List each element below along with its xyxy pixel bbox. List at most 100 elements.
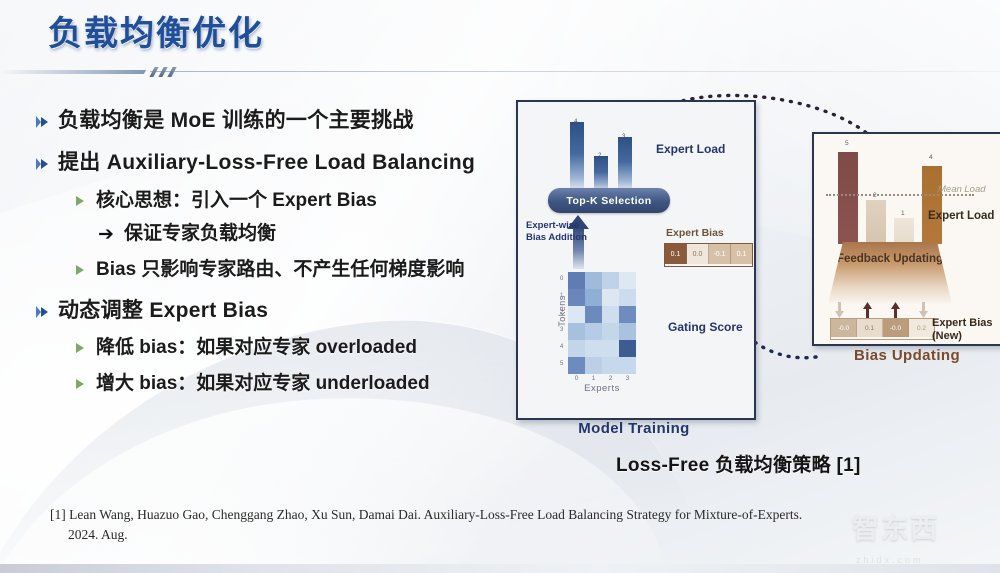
green-triangle-bullet-icon bbox=[76, 257, 96, 275]
gating-score-label: Gating Score bbox=[668, 320, 743, 334]
footnote-line-1: [1] Lean Wang, Huazuo Gao, Chenggang Zha… bbox=[50, 507, 803, 522]
heatmap-cell bbox=[619, 340, 636, 357]
expert-bias-cells: 0.1 0.0 -0.1 0.1 bbox=[664, 243, 753, 267]
bullet-item-2: 提出 Auxiliary-Loss-Free Load Balancing bbox=[36, 149, 536, 177]
figure-caption: Loss-Free 负载均衡策略 [1] bbox=[616, 455, 861, 476]
bullet-text: 提出 Auxiliary-Loss-Free Load Balancing bbox=[58, 151, 476, 175]
bullet-item-8: 增大 bias：如果对应专家 underloaded bbox=[76, 371, 536, 397]
bullet-text: 增大 bias：如果对应专家 underloaded bbox=[96, 372, 430, 394]
bullet-item-4: ➔ 保证专家负载均衡 bbox=[98, 221, 536, 247]
heatmap-cell bbox=[602, 323, 619, 340]
heatmap-cell bbox=[585, 289, 602, 306]
bias-addition-arrow-icon bbox=[567, 215, 589, 269]
bullet-text: Bias 只影响专家路由、不产生任何梯度影响 bbox=[96, 258, 465, 280]
watermark-logo: 智东西 bbox=[852, 514, 939, 544]
expert-load-label-bias: Expert Load bbox=[928, 210, 995, 222]
load-bar-label: 4 bbox=[574, 119, 578, 125]
heatmap-cell bbox=[568, 357, 585, 374]
bullet-text: 降低 bias：如果对应专家 overloaded bbox=[96, 336, 417, 358]
expert-bias-new-cell: -0.0 bbox=[831, 319, 857, 337]
bullet-item-6: 动态调整 Expert Bias bbox=[36, 297, 536, 325]
heatmap-row bbox=[568, 340, 636, 357]
expert-load-bar-chart-bias: 5 2 1 4 bbox=[832, 140, 948, 244]
load-bar bbox=[838, 152, 858, 244]
heatmap-row bbox=[568, 323, 636, 340]
expert-bias-cell: 0.0 bbox=[687, 244, 709, 264]
expert-load-bar-chart: 4 2 3 bbox=[562, 116, 650, 192]
title-divider bbox=[0, 67, 1000, 77]
bullet-text: 核心思想：引入一个 Expert Bias bbox=[96, 189, 377, 211]
gating-score-heatmap: Tokens 0 1 2 3 4 5 bbox=[557, 272, 636, 394]
panel-caption-model-training: Model Training bbox=[578, 420, 690, 437]
load-bar-label: 2 bbox=[598, 153, 602, 159]
heatmap-cell bbox=[568, 289, 585, 306]
load-bar-label: 5 bbox=[845, 140, 849, 147]
expert-bias-cell: 0.1 bbox=[665, 244, 687, 264]
expert-bias-new-cells: -0.0 0.1 -0.0 0.2 bbox=[830, 318, 935, 340]
blue-triangle-bullet-icon bbox=[36, 297, 58, 319]
heatmap-cell bbox=[585, 357, 602, 374]
bias-arrows-svg bbox=[835, 302, 928, 318]
divider-slash-2 bbox=[158, 67, 168, 77]
bullet-item-1: 负载均衡是 MoE 训练的一个主要挑战 bbox=[36, 107, 536, 135]
heatmap-cell bbox=[602, 357, 619, 374]
expert-bias-label: Expert Bias bbox=[666, 227, 724, 239]
load-bar-label: 4 bbox=[929, 154, 933, 161]
bullet-item-3: 核心思想：引入一个 Expert Bias bbox=[76, 188, 536, 214]
heatmap-cell bbox=[568, 323, 585, 340]
divider-slash-3 bbox=[167, 67, 177, 77]
bottom-bar bbox=[0, 564, 1000, 573]
heatmap-cell bbox=[568, 272, 585, 289]
bias-direction-arrows bbox=[834, 302, 946, 318]
diagram-figure: 4 2 3 Expert Load Top-K Selection Expert… bbox=[516, 92, 1000, 438]
heatmap-cell bbox=[585, 272, 602, 289]
bullet-item-5: Bias 只影响专家路由、不产生任何梯度影响 bbox=[76, 257, 536, 283]
footnote-line-2: 2024. Aug. bbox=[68, 527, 128, 543]
heatmap-cell bbox=[568, 306, 585, 323]
bullet-item-7: 降低 bias：如果对应专家 overloaded bbox=[76, 335, 536, 361]
load-bar bbox=[894, 218, 914, 244]
heatmap-row bbox=[568, 272, 636, 289]
green-triangle-bullet-icon bbox=[76, 371, 96, 389]
heatmap-cell bbox=[585, 306, 602, 323]
expert-bias-new-line2: (New) bbox=[932, 330, 962, 343]
heatmap-cell bbox=[602, 289, 619, 306]
expert-bias-cell: 0.1 bbox=[731, 244, 752, 264]
heatmap-cell bbox=[602, 306, 619, 323]
load-bar bbox=[922, 166, 942, 244]
panel-caption-bias-updating: Bias Updating bbox=[853, 347, 961, 364]
watermark: 智东西 zhidx.com bbox=[852, 507, 992, 565]
top-k-selection-block: Top-K Selection bbox=[548, 188, 670, 213]
footnote-reference: [1] Lean Wang, Huazuo Gao, Chenggang Zha… bbox=[50, 505, 950, 546]
mean-load-label: Mean Load bbox=[938, 184, 986, 195]
blue-triangle-bullet-icon bbox=[36, 107, 58, 129]
heatmap-cell bbox=[585, 323, 602, 340]
panel-bias-updating: 5 2 1 4 Mean Load Expert Load Feedback U… bbox=[812, 132, 1000, 346]
divider-line bbox=[150, 71, 1000, 72]
heatmap-cell bbox=[568, 340, 585, 357]
expert-bias-cell: -0.1 bbox=[709, 244, 731, 264]
heatmap-cell bbox=[619, 272, 636, 289]
green-triangle-bullet-icon bbox=[76, 335, 96, 353]
expert-bias-new-cell: 0.2 bbox=[909, 319, 934, 337]
watermark-domain: zhidx.com bbox=[856, 555, 924, 565]
expert-load-label: Expert Load bbox=[656, 142, 726, 156]
load-bar bbox=[570, 122, 584, 192]
bias-addition-label: Expert-wise Bias Addition bbox=[526, 220, 587, 243]
green-triangle-bullet-icon bbox=[76, 188, 96, 206]
bullet-text: 保证专家负载均衡 bbox=[124, 223, 277, 245]
load-bar-label: 1 bbox=[901, 210, 905, 217]
heatmap-cell bbox=[619, 289, 636, 306]
heatmap-row bbox=[568, 306, 636, 323]
feedback-updating-funnel: Feedback Updating bbox=[828, 242, 952, 304]
page-title: 负载均衡优化 bbox=[48, 6, 264, 55]
heatmap-cell bbox=[619, 323, 636, 340]
bullet-text: 负载均衡是 MoE 训练的一个主要挑战 bbox=[58, 109, 414, 132]
experts-axis-label: Experts bbox=[584, 383, 620, 394]
load-bar-label: 3 bbox=[622, 134, 626, 140]
expert-bias-new-cell: -0.0 bbox=[883, 319, 909, 337]
load-bar bbox=[618, 137, 632, 192]
load-bar bbox=[594, 156, 608, 192]
heatmap-cell bbox=[602, 340, 619, 357]
